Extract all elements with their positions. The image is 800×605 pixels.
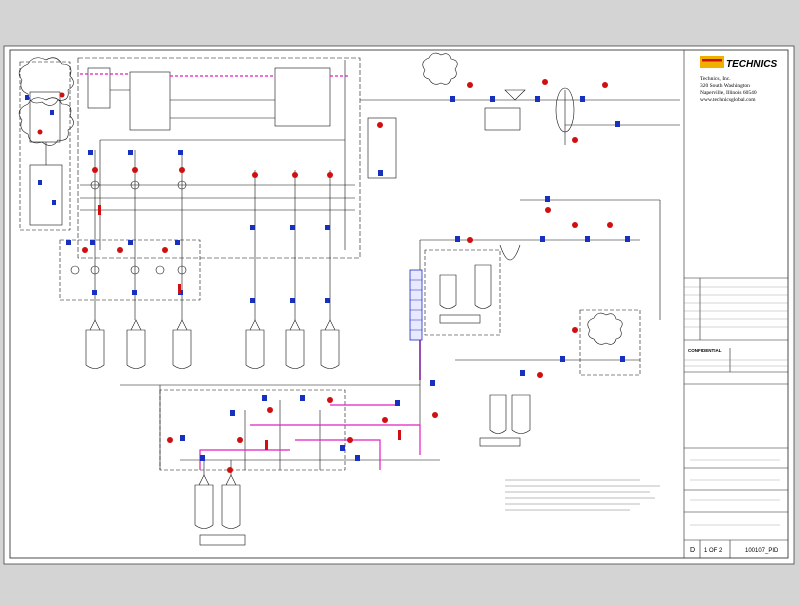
drawing-number: 100107_PID (745, 548, 779, 554)
svg-text:TECHNICS: TECHNICS (726, 59, 777, 70)
revision-letter: D (690, 547, 695, 554)
company-address-2: Naperville, Illinois 60540 (700, 90, 757, 96)
company-address-1: 320 South Washington (700, 83, 750, 89)
company-website: www.technicsglobal.com (700, 97, 756, 103)
sheet-number: 1 OF 2 (704, 548, 723, 554)
confidential-label: CONFIDENTIAL (688, 348, 722, 353)
company-name: Technics, Inc. (700, 76, 731, 82)
left-gas-cabinet (18, 57, 74, 231)
technics-logo: TECHNICS (700, 56, 777, 70)
